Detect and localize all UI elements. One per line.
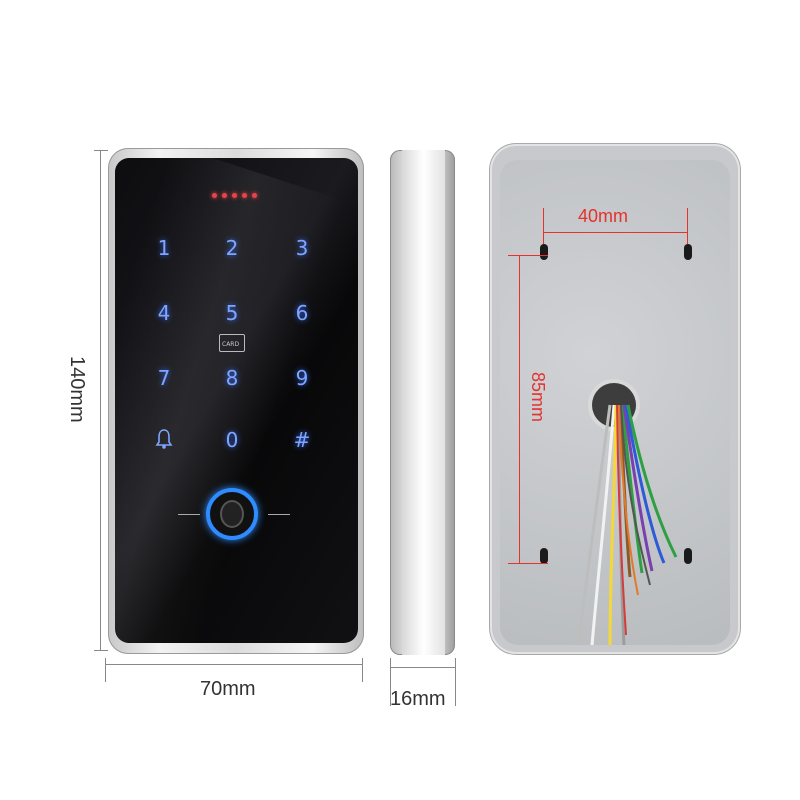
glass-reflection [115, 158, 344, 643]
key-1[interactable]: 1 [157, 236, 171, 260]
height-dimension-tick-top [94, 150, 108, 151]
indicator-led-5 [252, 193, 257, 198]
key-9[interactable]: 9 [295, 366, 309, 390]
hole-spacing-v-tick-top [508, 255, 548, 256]
key-6[interactable]: 6 [295, 301, 309, 325]
hole-spacing-v-line [519, 255, 520, 564]
mount-slot-bottom-left [540, 548, 548, 564]
fingerprint-line-right [268, 514, 290, 515]
mount-slot-top-right [684, 244, 692, 260]
fingerprint-pad [220, 500, 244, 528]
width-dimension-label: 70mm [200, 678, 256, 700]
indicator-led-2 [222, 193, 227, 198]
key-7[interactable]: 7 [157, 366, 171, 390]
mount-slot-top-left [540, 244, 548, 260]
height-dimension-label: 140mm [66, 356, 88, 423]
depth-dimension-label: 16mm [390, 688, 446, 710]
key-5[interactable]: 5 [225, 301, 239, 325]
bell-icon [155, 429, 173, 449]
key-hash[interactable]: # [293, 428, 311, 452]
height-dimension-line [100, 150, 101, 650]
hole-spacing-h-tick-right [687, 208, 688, 244]
hole-spacing-v-tick-bottom [508, 563, 548, 564]
depth-dimension-tick-left [390, 658, 391, 706]
hole-spacing-v-label: 85mm [528, 372, 548, 423]
key-0[interactable]: 0 [225, 428, 239, 452]
indicator-led-3 [232, 193, 237, 198]
width-dimension-line [105, 664, 363, 665]
depth-dimension-line [390, 667, 456, 668]
key-2[interactable]: 2 [225, 236, 239, 260]
key-8[interactable]: 8 [225, 366, 239, 390]
indicator-led-1 [212, 193, 217, 198]
fingerprint-line-left [178, 514, 200, 515]
hole-spacing-h-tick-left [543, 208, 544, 244]
depth-dimension-tick-right [455, 658, 456, 706]
wire-bundle [576, 404, 678, 646]
hole-spacing-h-label: 40mm [578, 206, 629, 226]
keypad-glass-panel [115, 158, 358, 643]
height-dimension-tick-bottom [94, 650, 108, 651]
mount-slot-bottom-right [684, 548, 692, 564]
card-reader-icon: CARD [219, 334, 245, 352]
hole-spacing-h-line [544, 232, 688, 233]
width-dimension-tick-right [362, 658, 363, 682]
side-view-highlight [402, 150, 445, 655]
width-dimension-tick-left [105, 658, 106, 682]
indicator-led-4 [242, 193, 247, 198]
fingerprint-sensor[interactable] [206, 488, 258, 540]
doorbell-icon[interactable] [144, 428, 184, 455]
card-label: CARD [222, 341, 240, 348]
key-3[interactable]: 3 [295, 236, 309, 260]
key-4[interactable]: 4 [157, 301, 171, 325]
